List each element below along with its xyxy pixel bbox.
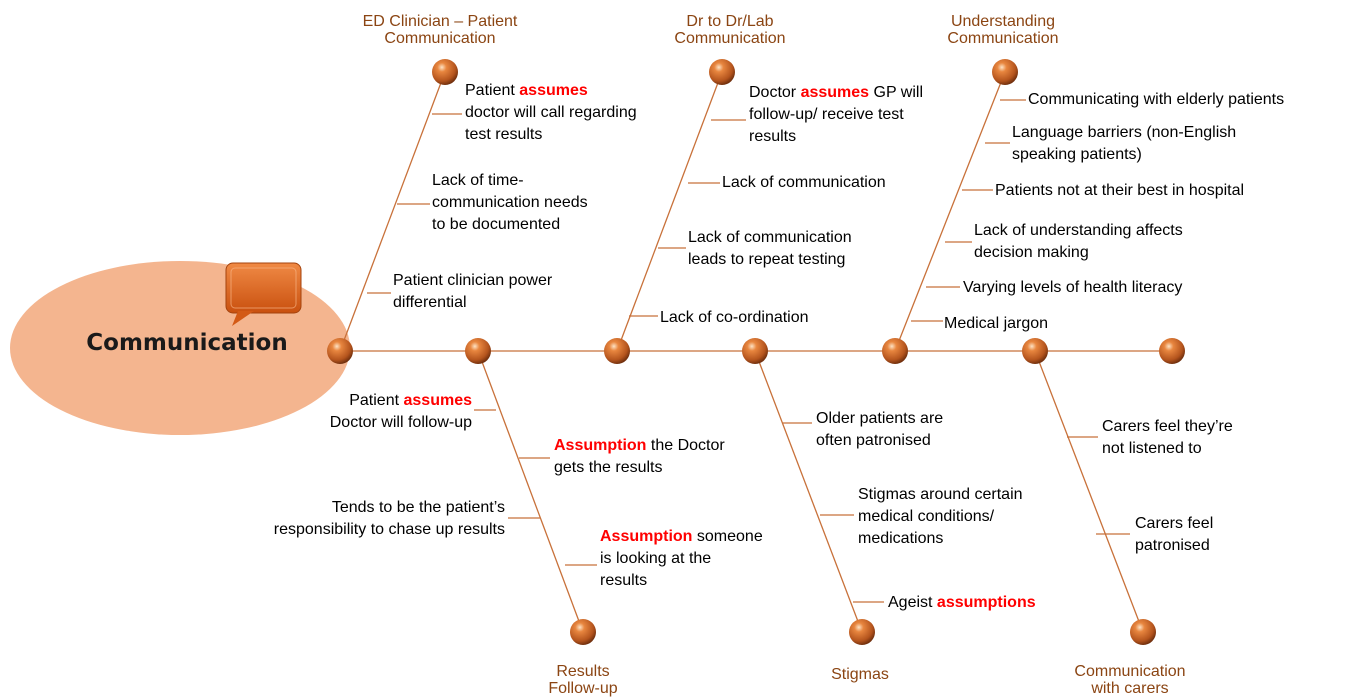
understanding-label-6: Medical jargon [944, 315, 1049, 332]
results-label-4: Assumption someone is looking at the res… [600, 528, 763, 589]
header-understanding: Understanding Communication [903, 13, 1103, 47]
dr-label-4: Lack of co-ordination [660, 309, 809, 326]
results-label-3: Tends to be the patient’s responsibility… [273, 499, 505, 538]
stigmas-label-3: Ageist assumptions [888, 594, 1036, 611]
understanding-label-5: Varying levels of health literacy [963, 279, 1183, 296]
header-line: Understanding [950, 13, 1056, 30]
header-line: Communication [1074, 663, 1186, 680]
dr-label-1: Doctor assumes GP will follow-up/ receiv… [749, 84, 924, 145]
header-line: Follow-up [548, 680, 618, 697]
header-line: Dr to Dr/Lab [686, 13, 774, 30]
results-label-1: Patient assumes Doctor will follow-up [329, 392, 472, 431]
header-line: Communication [674, 30, 786, 47]
bone-end-nodes [432, 59, 1156, 645]
header-carers: Communication with carers [1030, 663, 1230, 697]
header-line: Communication [947, 30, 1059, 47]
header-ed: ED Clinician – Patient Communication [330, 13, 550, 47]
bone-carers [1034, 350, 1144, 633]
dr-label-2: Lack of communication [722, 174, 886, 191]
header-line: Stigmas [831, 666, 889, 683]
carers-label-2: Carers feel patronised [1135, 515, 1214, 554]
diagram-title: Communication [86, 330, 288, 356]
header-line: Communication [384, 30, 496, 47]
header-line: ED Clinician – Patient [362, 13, 518, 30]
header-stigmas: Stigmas [790, 666, 930, 683]
header-line: Results [556, 663, 610, 680]
understanding-label-2: Language barriers (non-English speaking … [1012, 124, 1237, 163]
bone-stigmas [754, 350, 863, 633]
bone-ed [339, 71, 446, 352]
dr-label-3: Lack of communication leads to repeat te… [688, 229, 852, 268]
ed-label-3: Patient clinician power differential [393, 272, 553, 311]
ed-label-1: Patient assumes doctor will call regardi… [465, 82, 637, 143]
spine-nodes [327, 338, 1185, 364]
results-label-2: Assumption the Doctor gets the results [554, 437, 725, 476]
header-dr: Dr to Dr/Lab Communication [630, 13, 830, 47]
speech-bubble-icon [225, 262, 302, 326]
stigmas-label-1: Older patients are often patronised [816, 410, 944, 449]
stigmas-label-2: Stigmas around certain medical condition… [858, 486, 1023, 547]
bone-dr [616, 71, 723, 352]
ed-label-2: Lack of time- communication needs to be … [432, 172, 588, 233]
understanding-label-4: Lack of understanding affects decision m… [974, 222, 1183, 261]
bone-understanding [894, 71, 1006, 352]
understanding-label-3: Patients not at their best in hospital [995, 182, 1245, 199]
header-results: Results Follow-up [513, 663, 653, 697]
understanding-label-1: Communicating with elderly patients [1028, 91, 1285, 108]
carers-label-1: Carers feel they’re not listened to [1102, 418, 1233, 457]
bone-results [477, 350, 584, 633]
header-line: with carers [1091, 680, 1169, 697]
